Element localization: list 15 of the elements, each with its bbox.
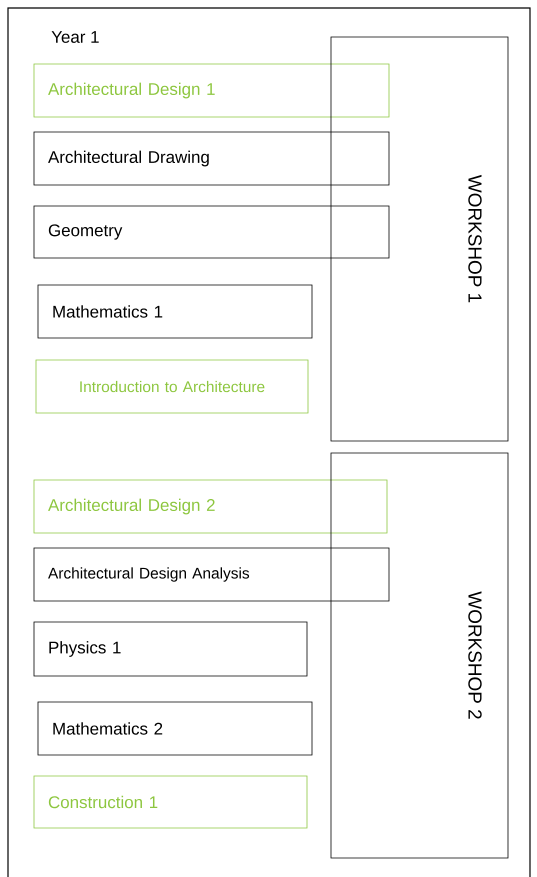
year-heading: Year 1	[52, 31, 99, 43]
course-box: Mathematics 1	[38, 284, 312, 338]
course-box: Mathematics 2	[38, 702, 312, 756]
workshop-box	[330, 36, 508, 442]
workshop-label: WORKSHOP 1	[468, 174, 482, 302]
course-box: Architectural Design 2	[34, 480, 388, 534]
course-box: Architectural Design 1	[34, 64, 390, 118]
workshop-label: WORKSHOP 2	[468, 591, 482, 719]
course-box: Geometry	[34, 206, 390, 258]
workshop-box	[330, 452, 508, 858]
course-box: Introduction to Architecture	[36, 360, 308, 414]
course-box: Physics 1	[34, 622, 308, 676]
course-box: Architectural Drawing	[34, 132, 390, 186]
course-box: Construction 1	[34, 776, 308, 828]
course-box: Architectural Design Analysis	[34, 548, 390, 602]
